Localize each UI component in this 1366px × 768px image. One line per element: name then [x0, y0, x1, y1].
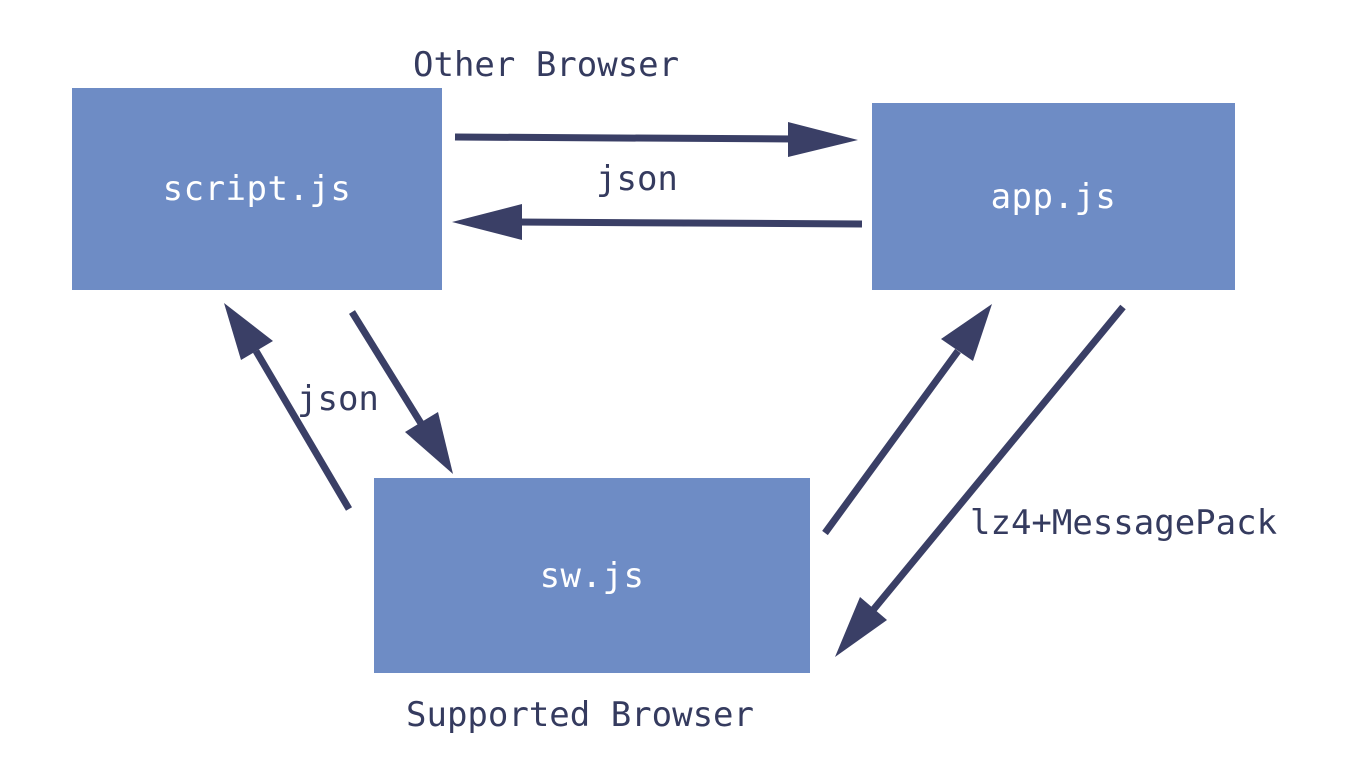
- edge-label-app-to-sw: lz4+MessagePack: [970, 503, 1278, 543]
- arrow-script-to-sw: [349, 310, 453, 474]
- edge-label-app-to-script: json: [596, 159, 678, 199]
- node-app-js: app.js: [872, 103, 1235, 290]
- arrow-sw-to-script: [224, 303, 353, 511]
- node-script-js: script.js: [72, 88, 442, 290]
- arrow-app-to-script: [452, 204, 863, 240]
- arrow-app-to-sw: [835, 304, 1126, 657]
- supported-browser-label: Supported Browser: [406, 695, 754, 735]
- edge-label-sw-to-script: json: [297, 379, 379, 419]
- node-app-js-label: app.js: [990, 176, 1117, 217]
- other-browser-label: Other Browser: [413, 45, 680, 85]
- arrow-sw-to-app: [822, 304, 992, 536]
- node-script-js-label: script.js: [162, 169, 352, 209]
- node-sw-js-label: sw.js: [539, 555, 645, 596]
- node-sw-js: sw.js: [374, 478, 810, 673]
- arrow-script-to-app: [454, 122, 858, 157]
